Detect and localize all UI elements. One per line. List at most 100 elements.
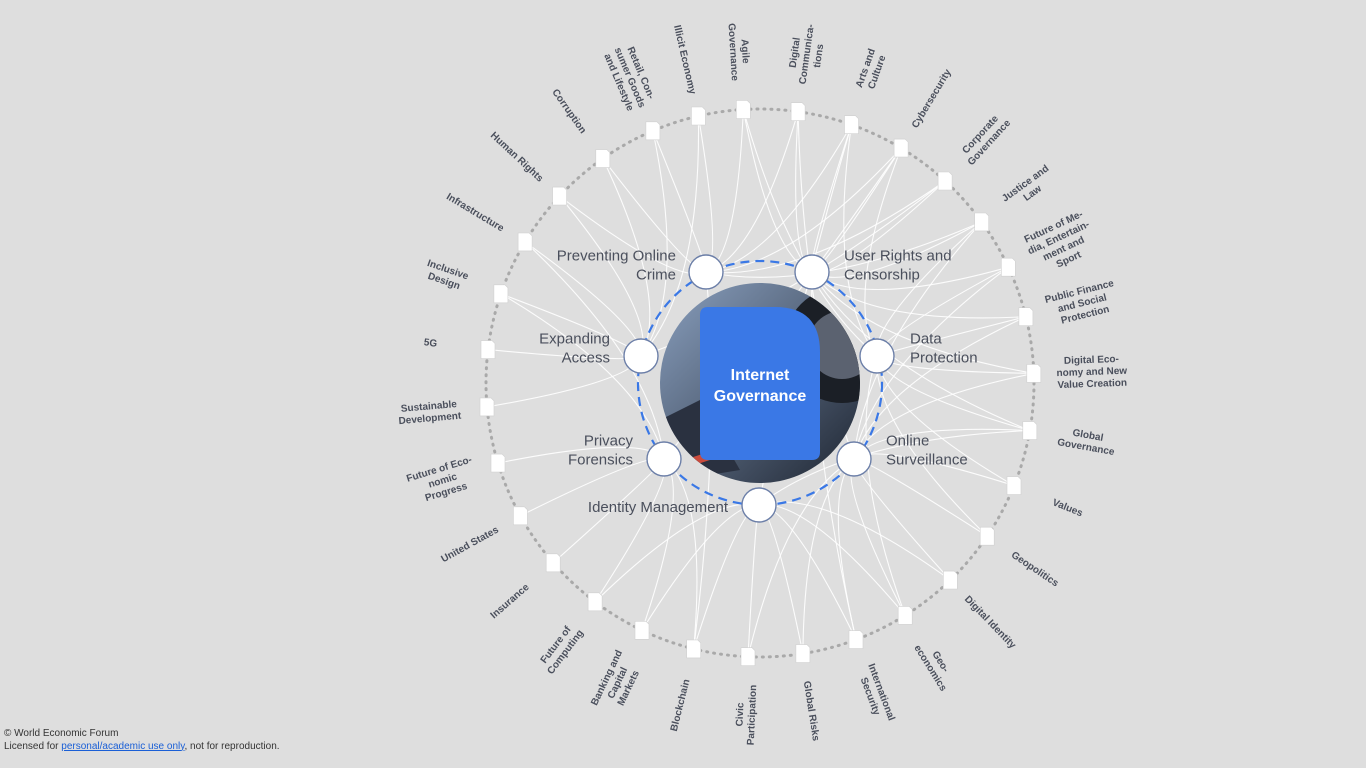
outer-topic-label[interactable]: Retail, Con-sumer Goodsand Lifestyle bbox=[601, 41, 659, 114]
outer-topic-label[interactable]: Blockchain bbox=[669, 678, 693, 732]
inner-topic-label[interactable]: Identity Management bbox=[588, 499, 729, 516]
document-icon[interactable] bbox=[1026, 364, 1042, 383]
document-icon[interactable] bbox=[1022, 421, 1038, 440]
outer-topic-label[interactable]: GlobalGovernance bbox=[1056, 425, 1117, 458]
document-icon[interactable] bbox=[937, 171, 953, 191]
document-icon[interactable] bbox=[893, 138, 909, 158]
outer-topic-node[interactable]: Future of Me-dia, Entertain-ment andSpor… bbox=[1000, 208, 1101, 279]
outer-topic-node[interactable]: InternationalSecurity bbox=[848, 630, 897, 727]
outer-topic-node[interactable]: GlobalGovernance bbox=[1022, 421, 1118, 459]
document-icon[interactable] bbox=[795, 644, 811, 663]
outer-topic-label[interactable]: Digital Identity bbox=[962, 594, 1018, 652]
document-icon[interactable] bbox=[545, 553, 561, 573]
document-icon[interactable] bbox=[595, 149, 611, 168]
document-icon[interactable] bbox=[1000, 257, 1016, 277]
outer-topic-label[interactable]: InclusiveDesign bbox=[422, 258, 470, 294]
outer-topic-label[interactable]: 5G bbox=[423, 337, 438, 350]
outer-topic-node[interactable]: Geopolitics bbox=[979, 526, 1061, 590]
outer-topic-label[interactable]: Cybersecurity bbox=[910, 67, 954, 130]
license-link[interactable]: personal/academic use only bbox=[61, 740, 185, 752]
inner-topic-node[interactable]: Identity Management bbox=[588, 487, 777, 523]
outer-topic-node[interactable]: Global Risks bbox=[795, 644, 821, 743]
document-icon[interactable] bbox=[979, 526, 995, 546]
document-icon[interactable] bbox=[587, 592, 603, 612]
outer-topic-node[interactable]: Infrastructure bbox=[444, 191, 533, 252]
outer-topic-label[interactable]: AgileGovernance bbox=[725, 22, 752, 82]
document-icon[interactable] bbox=[513, 506, 528, 526]
outer-topic-node[interactable]: Public Financeand SocialProtection bbox=[1018, 278, 1121, 329]
outer-topic-label[interactable]: Geopolitics bbox=[1009, 550, 1061, 590]
outer-topic-node[interactable]: Human Rights bbox=[488, 130, 567, 206]
outer-topic-label[interactable]: Global Risks bbox=[801, 680, 821, 742]
outer-topic-label[interactable]: Geo-economics bbox=[911, 637, 958, 694]
inner-topic-circle[interactable] bbox=[859, 338, 895, 374]
outer-topic-node[interactable]: Geo-economics bbox=[897, 606, 959, 694]
outer-topic-node[interactable]: CivicParticipation bbox=[734, 647, 760, 746]
outer-topic-node[interactable]: DigitalCommunica-tions bbox=[786, 22, 829, 121]
document-icon[interactable] bbox=[479, 397, 495, 417]
inner-topic-circle[interactable] bbox=[646, 441, 682, 477]
inner-topic-circle[interactable] bbox=[623, 338, 659, 374]
outer-topic-node[interactable]: Future of Eco-nomicProgress bbox=[405, 453, 506, 508]
outer-topic-node[interactable]: CorporateGovernance bbox=[937, 109, 1013, 191]
outer-topic-label[interactable]: DigitalCommunica-tions bbox=[786, 22, 829, 87]
outer-topic-node[interactable]: Retail, Con-sumer Goodsand Lifestyle bbox=[601, 41, 661, 141]
outer-topic-node[interactable]: InclusiveDesign bbox=[422, 258, 509, 304]
inner-topic-circle[interactable] bbox=[836, 441, 872, 477]
outer-topic-node[interactable]: Insurance bbox=[489, 553, 561, 622]
outer-topic-label[interactable]: Public Financeand SocialProtection bbox=[1044, 278, 1121, 329]
document-icon[interactable] bbox=[634, 620, 650, 640]
outer-topic-label[interactable]: Future ofComputing bbox=[536, 621, 586, 677]
outer-topic-label[interactable]: Insurance bbox=[489, 582, 532, 622]
outer-topic-label[interactable]: United States bbox=[439, 524, 501, 565]
outer-topic-node[interactable]: 5G bbox=[423, 337, 496, 359]
document-icon[interactable] bbox=[735, 100, 751, 119]
outer-topic-node[interactable]: Arts andCulture bbox=[844, 47, 890, 134]
document-icon[interactable] bbox=[552, 186, 567, 206]
outer-topic-node[interactable]: Digital Identity bbox=[942, 570, 1018, 652]
document-icon[interactable] bbox=[686, 639, 702, 659]
document-icon[interactable] bbox=[480, 340, 496, 359]
outer-topic-node[interactable]: Cybersecurity bbox=[893, 67, 954, 158]
document-icon[interactable] bbox=[1018, 307, 1034, 327]
document-icon[interactable] bbox=[790, 102, 806, 121]
document-icon[interactable] bbox=[493, 284, 509, 304]
inner-topic-circle[interactable] bbox=[794, 254, 830, 290]
document-icon[interactable] bbox=[844, 115, 859, 134]
outer-topic-label[interactable]: CivicParticipation bbox=[734, 684, 760, 746]
outer-topic-node[interactable]: United States bbox=[439, 506, 528, 565]
outer-topic-label[interactable]: Illicit Economy bbox=[671, 24, 698, 96]
outer-topic-node[interactable]: AgileGovernance bbox=[725, 22, 752, 119]
inner-topic-circle[interactable] bbox=[688, 254, 724, 290]
document-icon[interactable] bbox=[974, 212, 990, 232]
outer-topic-label[interactable]: Digital Eco-nomy and NewValue Creation bbox=[1056, 354, 1128, 391]
outer-topic-label[interactable]: Future of Eco-nomicProgress bbox=[405, 454, 480, 507]
document-icon[interactable] bbox=[691, 106, 706, 126]
outer-topic-label[interactable]: Infrastructure bbox=[444, 191, 506, 234]
center-topic-card[interactable] bbox=[700, 307, 820, 460]
document-icon[interactable] bbox=[645, 121, 661, 141]
outer-topic-label[interactable]: Future of Me-dia, Entertain-ment andSpor… bbox=[1021, 208, 1101, 279]
outer-topic-node[interactable]: Justice andLaw bbox=[974, 163, 1059, 232]
outer-topic-label[interactable]: Banking andCapitalMarkets bbox=[589, 649, 646, 718]
outer-topic-node[interactable]: Banking andCapitalMarkets bbox=[589, 620, 650, 718]
inner-topic-circle[interactable] bbox=[741, 487, 777, 523]
document-icon[interactable] bbox=[897, 606, 913, 625]
document-icon[interactable] bbox=[1006, 476, 1022, 495]
outer-topic-node[interactable]: Corruption bbox=[549, 87, 611, 168]
document-icon[interactable] bbox=[490, 453, 506, 473]
outer-topic-label[interactable]: Arts andCulture bbox=[854, 47, 889, 93]
outer-topic-node[interactable]: SustainableDevelopment bbox=[397, 397, 495, 427]
